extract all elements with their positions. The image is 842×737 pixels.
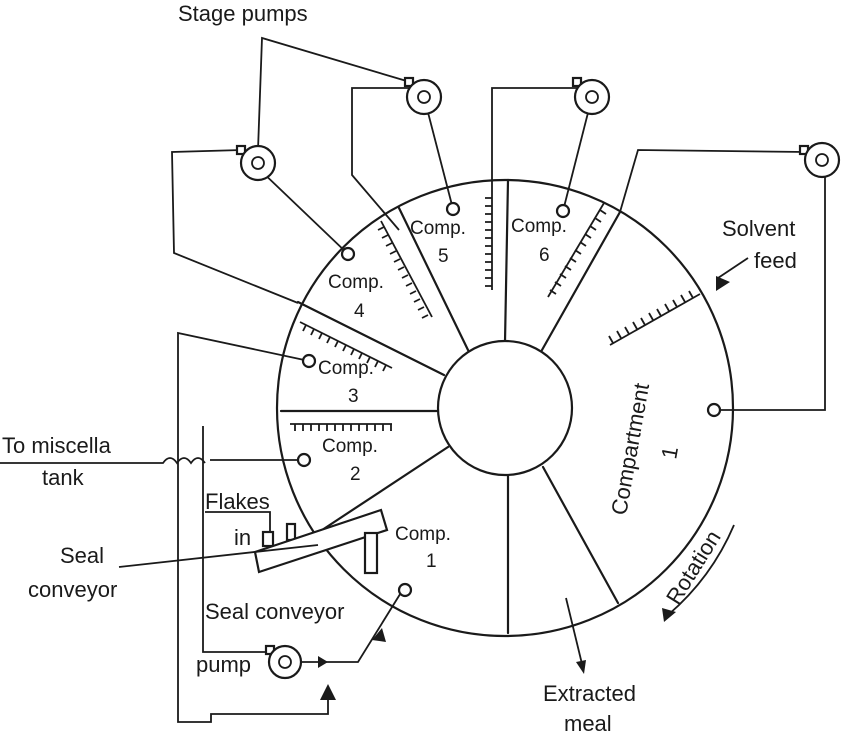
comp-6-label: Comp. (511, 216, 567, 237)
comp-4-label: Comp. (328, 272, 384, 293)
comp-6-number: 6 (539, 245, 550, 266)
meal-arrow-head (576, 660, 586, 674)
flow-arrow-head (320, 684, 336, 700)
comp-1-number: 1 (426, 551, 437, 572)
seal-conveyor-leader (118, 544, 319, 568)
comp-5-label: Comp. (410, 218, 466, 239)
pump-icon (235, 144, 277, 182)
comp-3-number: 3 (348, 386, 359, 407)
comp-1-label: Comp. (395, 524, 451, 545)
pump-icon (403, 76, 443, 116)
central-hub (436, 339, 574, 477)
seal-conveyor-leg (363, 531, 379, 575)
solvent-arrow-head (716, 276, 730, 291)
compartment-dividers (279, 178, 622, 635)
comp-4-number: 4 (354, 301, 365, 322)
extracted-meal-label-2: meal (564, 711, 612, 736)
seal-conveyor-pump-label: Seal conveyor (205, 599, 344, 624)
miscella-tank-label: To miscella (2, 433, 112, 458)
sample-points (296, 201, 722, 598)
solvent-feed-label-2: feed (754, 248, 797, 273)
compartment-1-label: Compartment (606, 381, 654, 517)
seal-conveyor-body (253, 508, 389, 574)
stage-pumps-label: Stage pumps (178, 1, 308, 26)
flow-arrow-head (372, 628, 386, 642)
solvent-feed-label: Solvent (722, 216, 795, 241)
compartment-1-number: 1 (656, 444, 683, 460)
extracted-meal-label: Extracted (543, 681, 636, 706)
comp-2-label: Comp. (322, 436, 378, 457)
pump-icon (798, 141, 841, 179)
rotation-arc (667, 524, 735, 616)
comp-2-number: 2 (350, 464, 361, 485)
flow-arrow-head (318, 656, 328, 668)
flakes-in-label: Flakes (205, 489, 270, 514)
seal-conveyor-label-2: conveyor (28, 577, 117, 602)
comp-5-number: 5 (438, 246, 449, 267)
flakes-in-label-2: in (234, 525, 251, 550)
pump-icon (571, 76, 611, 116)
miscella-tank-label-2: tank (42, 465, 85, 490)
extractor-outer-circle (275, 178, 735, 638)
pump-icon (264, 644, 303, 680)
seal-conveyor-label: Seal (60, 543, 104, 568)
screen-hatching (290, 192, 701, 431)
stage-pump-piping (0, 36, 826, 723)
seal-conveyor-pump-label-2: pump (196, 652, 251, 677)
rotation-arrow-head (662, 608, 676, 622)
comp-3-label: Comp. (318, 358, 374, 379)
